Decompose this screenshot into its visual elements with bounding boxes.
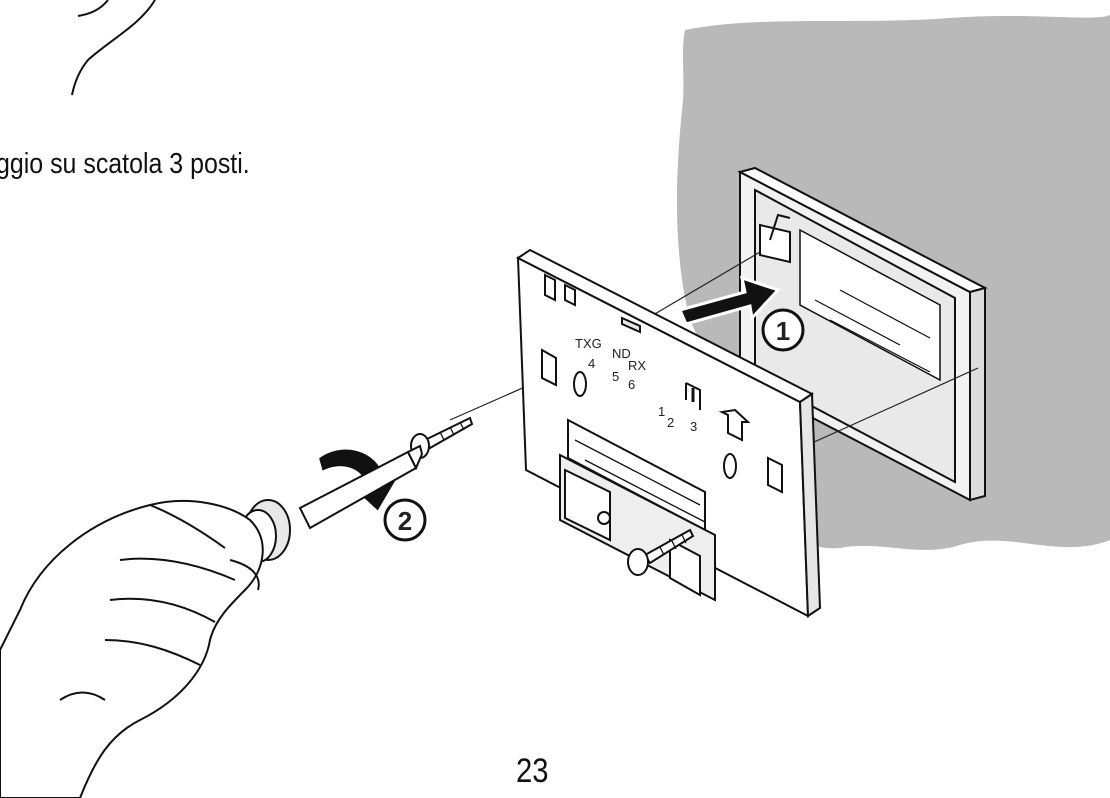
step-2-badge: 2 bbox=[383, 498, 427, 542]
screw-lower bbox=[627, 528, 695, 576]
hand-holding-screwdriver bbox=[0, 499, 264, 798]
label-1: 1 bbox=[658, 404, 665, 419]
step-2-number: 2 bbox=[398, 506, 412, 536]
label-nd: ND bbox=[612, 346, 631, 361]
wall-box bbox=[737, 166, 988, 502]
label-6: 6 bbox=[628, 377, 635, 392]
label-rx: RX bbox=[628, 358, 646, 373]
upper-hand-fragment bbox=[71, 0, 156, 96]
label-4: 4 bbox=[588, 356, 595, 371]
section-caption: ggio su scatola 3 posti. bbox=[0, 148, 250, 180]
mounting-plate bbox=[516, 248, 822, 618]
terminal-labels: TXG ND RX 4 5 6 1 2 3 bbox=[575, 336, 697, 434]
label-3: 3 bbox=[690, 419, 697, 434]
label-txg: TXG bbox=[575, 336, 602, 351]
push-arrow bbox=[677, 275, 781, 326]
step-1-badge: 1 bbox=[761, 308, 805, 352]
step-1-number: 1 bbox=[776, 316, 790, 346]
label-2: 2 bbox=[667, 415, 674, 430]
page-number: 23 bbox=[516, 752, 549, 790]
label-5: 5 bbox=[612, 369, 619, 384]
